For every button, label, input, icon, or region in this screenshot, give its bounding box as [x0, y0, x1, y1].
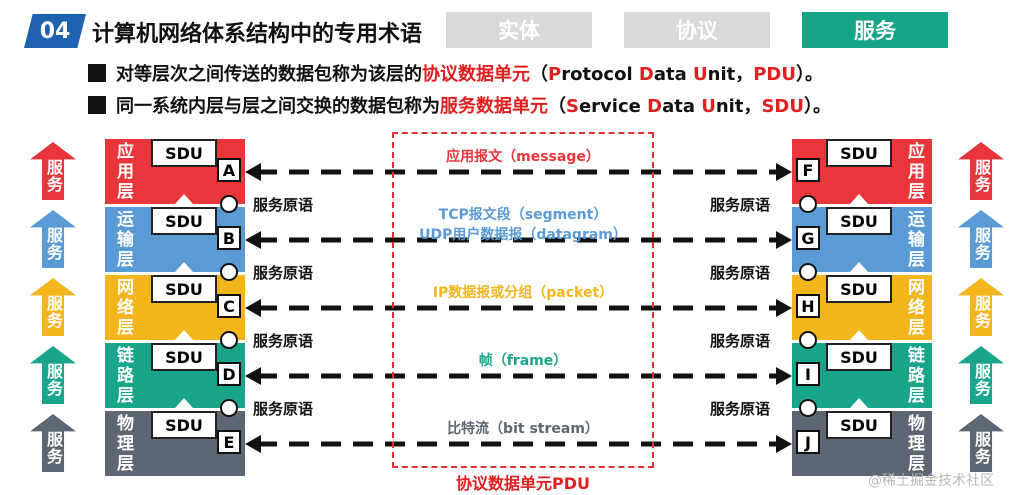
- sap-A: A: [217, 158, 241, 182]
- pdu-caption: 协议数据单元PDU: [455, 474, 590, 493]
- service-access-circle: [220, 399, 238, 417]
- pdu-label: 比特流（bit stream）: [447, 421, 599, 437]
- arrowhead: [245, 435, 261, 453]
- service-access-circle: [799, 331, 817, 349]
- sap-C: C: [217, 294, 241, 318]
- pdu-label: TCP报文段（segment） UDP用户数据报（datagram）: [419, 207, 627, 243]
- arrowhead: [776, 231, 792, 249]
- bullet-text-sdu: 同一系统内层与层之间交换的数据包称为服务数据单元（Service Data Un…: [116, 96, 831, 117]
- sdu-up-arrow: [850, 398, 868, 408]
- sdu-box-right: SDU: [826, 275, 892, 303]
- sdu-up-arrow: [175, 330, 193, 340]
- sdu-box-left: SDU: [151, 207, 217, 235]
- service-access-circle: [220, 263, 238, 281]
- sdu-up-arrow: [175, 126, 193, 136]
- service-arrow-label: 服务: [44, 295, 63, 329]
- service-primitive-label-right: 服务原语: [710, 400, 771, 418]
- layer-name-left: 运输层: [113, 209, 133, 270]
- pdu-dashed-box: [392, 132, 654, 468]
- service-arrow-label: 服务: [44, 431, 63, 465]
- layer-name-left: 网络层: [113, 277, 133, 338]
- service-primitive-label-left: 服务原语: [253, 264, 314, 282]
- service-arrow-label: 服务: [44, 227, 63, 261]
- bullet-square-2: [88, 96, 106, 114]
- service-access-circle: [799, 195, 817, 213]
- sdu-box-left: SDU: [151, 343, 217, 371]
- sdu-box-left: SDU: [151, 411, 217, 439]
- sdu-box-right: SDU: [826, 411, 892, 439]
- sdu-up-arrow: [175, 262, 193, 272]
- layer-name-right: 链路层: [904, 345, 924, 406]
- service-arrow-label: 服务: [44, 159, 63, 193]
- pdu-label: 应用报文（message）: [446, 149, 600, 165]
- bullet-square-1: [88, 64, 106, 82]
- arrowhead: [776, 163, 792, 181]
- layer-name-left: 链路层: [113, 345, 133, 406]
- service-primitive-label-right: 服务原语: [710, 196, 771, 214]
- watermark: @稀土掘金技术社区: [868, 473, 994, 489]
- sdu-up-arrow: [850, 330, 868, 340]
- sap-I: I: [796, 362, 820, 386]
- arrowhead: [245, 367, 261, 385]
- layer-name-right: 运输层: [904, 209, 924, 270]
- page-title: 计算机网络体系结构中的专用术语: [92, 22, 423, 47]
- sap-H: H: [796, 294, 820, 318]
- service-primitive-label-left: 服务原语: [253, 196, 314, 214]
- sdu-box-right: SDU: [826, 207, 892, 235]
- service-arrow-label: 服务: [972, 159, 991, 193]
- layer-name-right: 网络层: [904, 277, 924, 338]
- sap-D: D: [217, 362, 241, 386]
- service-arrow-label: 服务: [972, 227, 991, 261]
- arrowhead: [245, 163, 261, 181]
- service-primitive-label-right: 服务原语: [710, 264, 771, 282]
- sap-F: F: [796, 158, 820, 182]
- bullet-text-pdu: 对等层次之间传送的数据包称为该层的协议数据单元（Protocol Data Un…: [116, 64, 823, 85]
- sdu-box-left: SDU: [151, 139, 217, 167]
- service-access-circle: [220, 195, 238, 213]
- arrowhead: [776, 367, 792, 385]
- sdu-up-arrow: [850, 262, 868, 272]
- sap-G: G: [796, 226, 820, 250]
- pdu-label: 帧（frame）: [478, 353, 568, 369]
- tab-protocol[interactable]: 协议: [624, 12, 770, 48]
- sdu-box-right: SDU: [826, 139, 892, 167]
- sap-B: B: [217, 226, 241, 250]
- sdu-up-arrow: [850, 126, 868, 136]
- service-arrow-label: 服务: [972, 295, 991, 329]
- sdu-box-left: SDU: [151, 275, 217, 303]
- sdu-box-right: SDU: [826, 343, 892, 371]
- arrowhead: [245, 231, 261, 249]
- sdu-up-arrow: [175, 194, 193, 204]
- pdu-label: IP数据报或分组（packet）: [432, 285, 614, 301]
- service-primitive-label-left: 服务原语: [253, 400, 314, 418]
- sap-E: E: [217, 430, 241, 454]
- arrowhead: [776, 299, 792, 317]
- arrowhead: [776, 435, 792, 453]
- layer-name-right: 物理层: [904, 413, 924, 474]
- service-primitive-label-left: 服务原语: [253, 332, 314, 350]
- service-arrow-label: 服务: [44, 363, 63, 397]
- tab-entity[interactable]: 实体: [446, 12, 592, 48]
- tab-service[interactable]: 服务: [802, 12, 948, 48]
- sap-J: J: [796, 430, 820, 454]
- layer-name-left: 应用层: [113, 141, 133, 202]
- service-access-circle: [799, 263, 817, 281]
- service-primitive-label-right: 服务原语: [710, 332, 771, 350]
- section-number-badge: 04: [24, 14, 86, 48]
- service-arrow-label: 服务: [972, 431, 991, 465]
- service-arrow-label: 服务: [972, 363, 991, 397]
- arrowhead: [245, 299, 261, 317]
- layer-name-left: 物理层: [113, 413, 133, 474]
- layer-name-right: 应用层: [904, 141, 924, 202]
- sdu-up-arrow: [175, 398, 193, 408]
- service-access-circle: [799, 399, 817, 417]
- sdu-up-arrow: [850, 194, 868, 204]
- service-access-circle: [220, 331, 238, 349]
